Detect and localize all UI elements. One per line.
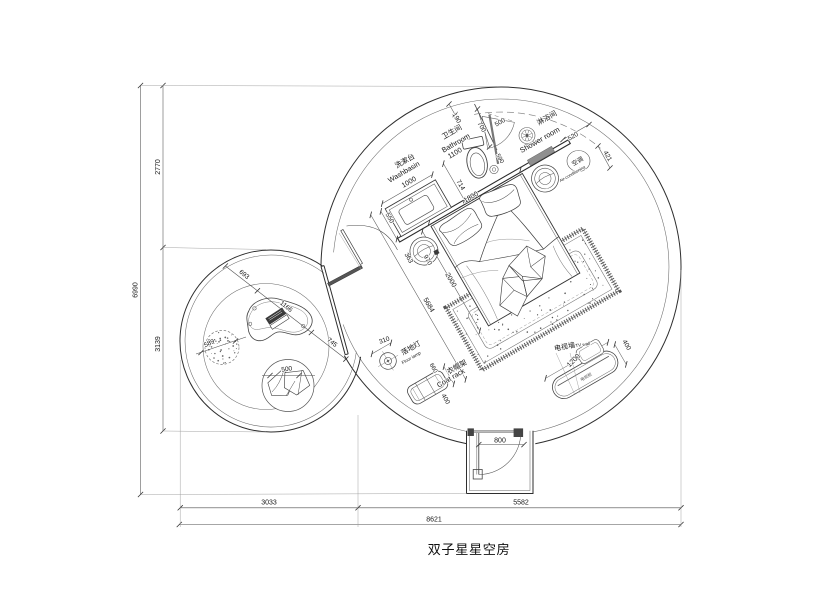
- svg-text:800: 800: [494, 438, 506, 445]
- svg-text:5582: 5582: [513, 500, 529, 507]
- svg-text:8621: 8621: [426, 517, 442, 524]
- svg-text:3033: 3033: [261, 500, 277, 507]
- svg-text:500: 500: [281, 365, 293, 373]
- svg-text:2770: 2770: [155, 159, 162, 175]
- svg-text:双子星星空房: 双子星星空房: [428, 542, 511, 557]
- svg-text:TV wall: TV wall: [575, 341, 590, 348]
- svg-text:3139: 3139: [155, 336, 162, 352]
- svg-text:6990: 6990: [133, 282, 140, 298]
